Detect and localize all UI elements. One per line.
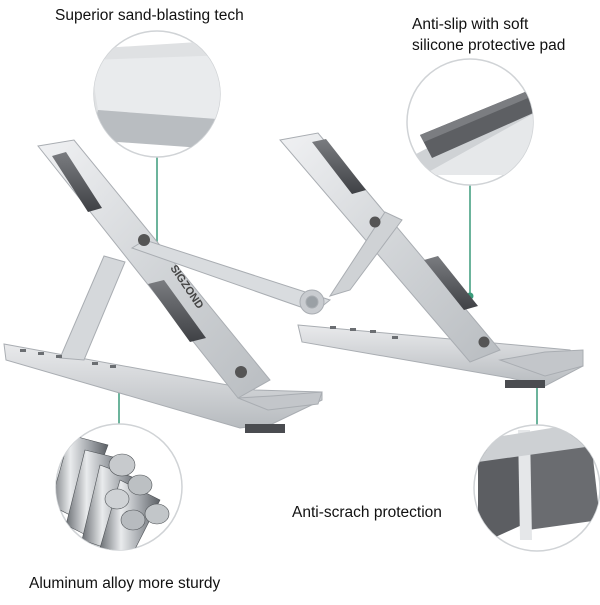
antislip-label-line1: Anti-slip with soft [412,16,529,33]
aluminum-detail [55,423,183,551]
antislip-label-line2: silicone protective pad [412,37,566,54]
silicone-pads [52,139,478,342]
antislip-label: Anti-slip with soft silicone protective … [412,14,565,56]
pivot-bolts [138,216,490,378]
sandblast-detail [93,30,221,158]
antiscratch-detail [473,424,600,552]
aluminum-label: Aluminum alloy more sturdy [29,575,221,592]
antislip-detail [406,58,534,186]
antiscratch-label: Anti-scrach protection [292,504,442,521]
sandblasting-label: Superior sand-blasting tech [55,7,244,24]
vent-holes [20,326,398,368]
